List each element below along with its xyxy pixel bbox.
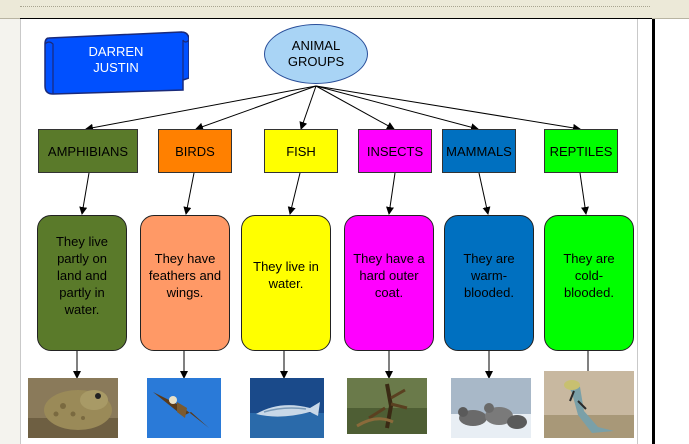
arrow-insects-desc [386,172,396,215]
desc-mammals: They are warm-blooded. [444,215,534,351]
left-margin [0,19,20,444]
desc-amphibians-text: They live partly on land and partly in w… [55,233,109,317]
desc-birds: They have feathers and wings. [140,215,230,351]
desc-birds-text: They have feathers and wings. [148,250,222,300]
page-area [20,19,638,444]
root-line-2: GROUPS [287,54,345,69]
mantis-photo [347,378,427,434]
eagle-photo [147,378,221,438]
desc-insects-text: They have a hard outer coat. [353,250,425,300]
right-border [652,19,655,444]
desc-insects: They have a hard outer coat. [344,215,434,351]
right-margin [655,19,689,444]
wolves-photo [451,378,531,438]
arrow-root-birds [195,85,317,131]
arrow-root-insects [315,85,395,130]
category-reptiles: REPTILES [544,129,618,173]
title-line-1: DARREN [88,44,144,59]
arrow-root-amphibians [85,85,317,132]
title-line-2: JUSTIN [93,60,139,75]
arrow-mammals-desc [478,172,491,215]
desc-mammals-text: They are warm-blooded. [463,250,515,300]
desc-fish-text: They live in water. [253,259,319,291]
arrow-reptiles-desc [579,172,589,215]
arrow-birds-desc [183,172,195,215]
arrow-root-fish [299,85,317,130]
lizard-photo [544,371,634,438]
arrow-amphibians-desc [79,172,90,215]
fish-photo [250,378,324,438]
category-insects: INSECTS [358,129,432,173]
category-mammals: MAMMALS [442,129,516,173]
root-line-1: ANIMAL [291,38,341,53]
arrow-root-mammals [315,85,479,132]
toad-photo [28,378,118,438]
ruler [20,6,650,13]
desc-reptiles-text: They are cold-blooded. [563,250,615,300]
frame-line [20,18,652,19]
arrow-root-reptiles [315,85,581,132]
category-fish: FISH [264,129,338,173]
category-birds: BIRDS [158,129,232,173]
desc-amphibians: They live partly on land and partly in w… [37,215,127,351]
category-amphibians: AMPHIBIANS [38,129,138,173]
title-scroll-shape [44,31,189,95]
desc-fish: They live in water. [241,215,331,351]
title-scroll-text: DARREN JUSTIN [52,44,180,76]
desc-reptiles: They are cold-blooded. [544,215,634,351]
arrow-fish-desc [287,172,301,215]
root-node-animal-groups: ANIMAL GROUPS [264,24,368,84]
